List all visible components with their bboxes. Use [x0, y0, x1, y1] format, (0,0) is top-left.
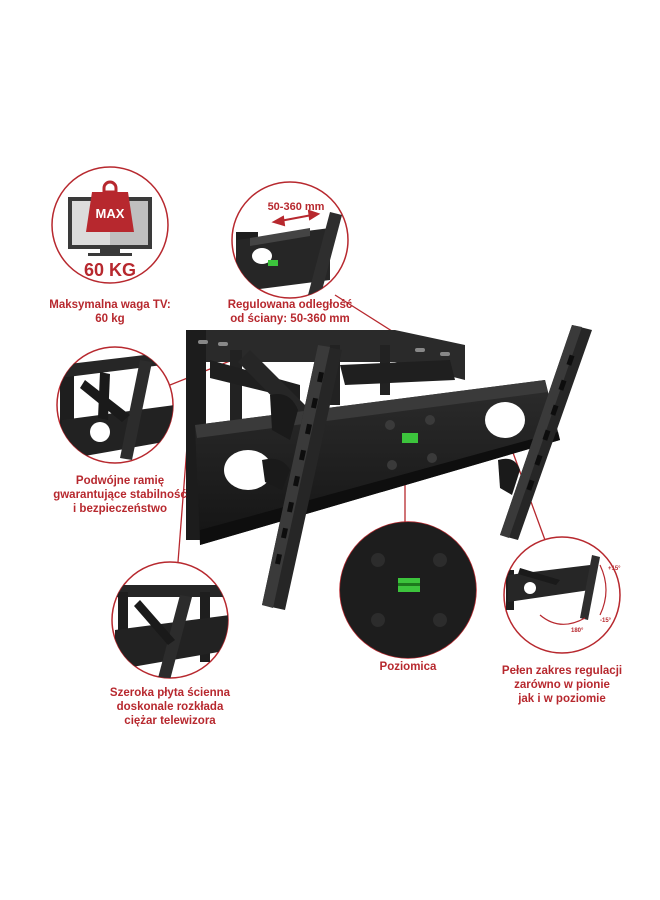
wall-distance-badge: 50-360 mm — [231, 181, 349, 299]
weight-icon — [86, 192, 134, 232]
tilt-up-label: +15° — [608, 566, 621, 572]
wall-plate-badge — [111, 561, 229, 679]
adjustment-caption: Pełen zakres regulacji zarówno w pionie … — [501, 665, 623, 705]
wall-distance-caption: Regulowana odległość od ściany: 50-360 m… — [227, 299, 353, 325]
wall-plate-caption: Szeroka płyta ścienna doskonale rozkłada… — [109, 687, 231, 727]
level-caption: Poziomica — [379, 661, 437, 673]
max-weight-badge: MAX 60 KG — [51, 166, 169, 284]
swivel-label: 180° — [571, 628, 584, 634]
tilt-down-label: -15° — [600, 618, 612, 624]
max-weight-caption: Maksymalna waga TV: 60 kg — [49, 299, 171, 325]
adjustment-badge: +15° -15° 180° — [503, 536, 621, 654]
double-arm-badge — [56, 346, 174, 464]
distance-arrow-icon — [271, 209, 321, 227]
tv-wall-mount — [186, 325, 592, 610]
max-label: MAX — [96, 206, 125, 221]
level-badge — [339, 521, 477, 659]
level-indicator — [402, 433, 418, 443]
weight-value: 60 KG — [84, 260, 136, 280]
rotation-arrows-icon — [539, 564, 607, 625]
distance-range: 50-360 mm — [268, 201, 325, 213]
double-arm-caption: Podwójne ramię gwarantujące stabilność i… — [53, 475, 187, 515]
